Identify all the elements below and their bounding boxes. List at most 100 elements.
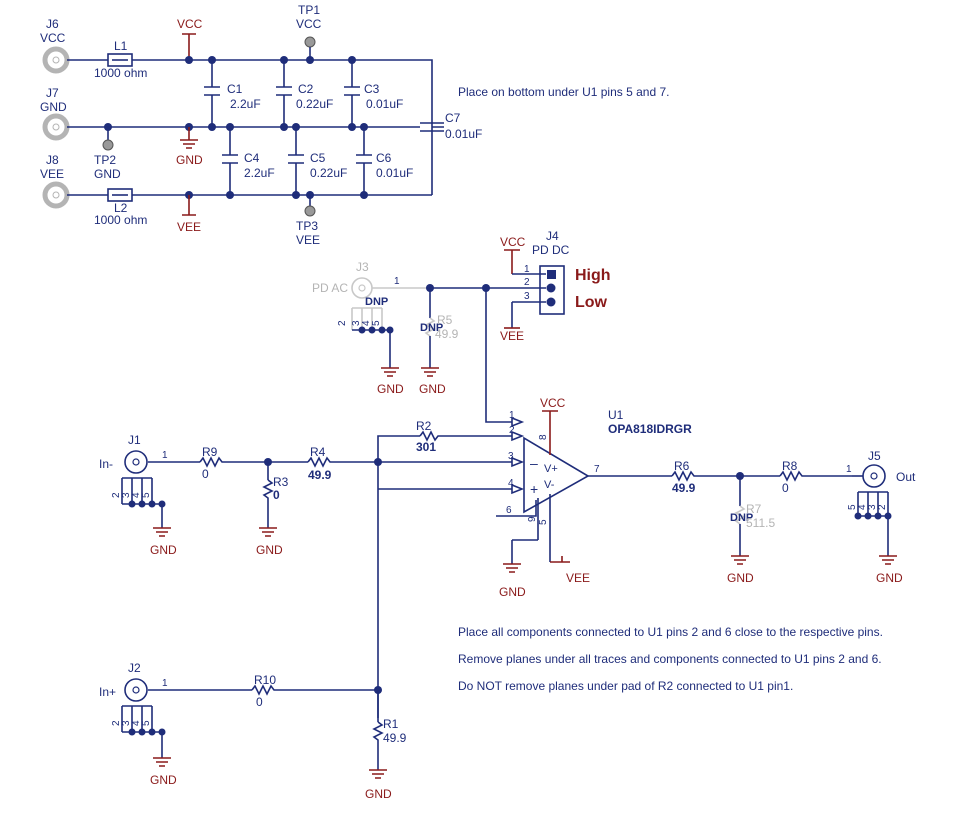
u1-ref: U1	[608, 408, 624, 422]
j1-pin1: 1	[162, 450, 168, 461]
r7-value: 511.5	[746, 516, 775, 530]
j2-label: In+	[99, 685, 116, 699]
j4-vee: VEE	[500, 329, 524, 343]
c1-value: 2.2uF	[230, 97, 261, 111]
c4-ref: C4	[244, 151, 260, 165]
gnd-symbol	[180, 127, 198, 149]
tp1-net: VCC	[296, 17, 322, 31]
r1-ref: R1	[383, 717, 399, 731]
r5-dnp: DNP	[420, 322, 443, 334]
r8-ref: R8	[782, 459, 798, 473]
amp-gnd-r1: GND	[365, 787, 392, 801]
j3-ref: J3	[356, 260, 369, 274]
r7-ref: R7	[746, 502, 762, 516]
j4-pin-1: 1	[524, 264, 530, 275]
amp-gnd-j1: GND	[150, 543, 177, 557]
note-1: Place all components connected to U1 pin…	[458, 625, 883, 639]
c6-ref: C6	[376, 151, 392, 165]
u1-minus: –	[530, 455, 538, 471]
pd-gnd1: GND	[377, 382, 404, 396]
r10-resistor	[251, 684, 276, 696]
tp2-testpoint	[102, 139, 114, 151]
gnd-symbol	[421, 367, 439, 377]
l2-inductor	[107, 188, 133, 202]
j5-pin-4: 4	[857, 504, 868, 510]
j8-connector	[42, 181, 70, 209]
j1-pin-2: 2	[111, 492, 122, 498]
u1-pin-6: 6	[506, 505, 512, 516]
l2-ref: L2	[114, 201, 128, 215]
l1-value: 1000 ohm	[94, 66, 147, 80]
tp1-testpoint	[304, 36, 316, 48]
c2-capacitor	[276, 60, 292, 127]
j3-connector	[351, 277, 373, 299]
gnd-symbol	[369, 769, 387, 779]
c4-value: 2.2uF	[244, 166, 275, 180]
vcc-label: VCC	[177, 17, 203, 31]
c6-capacitor	[356, 127, 372, 195]
j5-pin-2: 2	[877, 504, 888, 510]
j3-pin-2: 2	[337, 320, 348, 326]
amp-vee: VEE	[566, 571, 590, 585]
u1-pin-8: 8	[538, 434, 549, 440]
c2-ref: C2	[298, 82, 314, 96]
j5-connector	[862, 464, 886, 488]
j5-pin-3: 3	[867, 504, 878, 510]
j4-ref: J4	[546, 229, 559, 243]
gnd-symbol	[259, 527, 277, 537]
j8-net: VEE	[40, 167, 64, 181]
u1-pin-7: 7	[594, 464, 600, 475]
u1-pin-5: 5	[538, 519, 549, 525]
r6-resistor	[671, 470, 696, 482]
j6-ref: J6	[46, 17, 59, 31]
r3-ref: R3	[273, 475, 289, 489]
amp-vcc: VCC	[540, 396, 566, 410]
tp1-ref: TP1	[298, 3, 320, 17]
j6-connector	[42, 46, 70, 74]
j3-pin-3: 3	[351, 320, 362, 326]
r7-dnp: DNP	[730, 512, 753, 524]
note-3: Do NOT remove planes under pad of R2 con…	[458, 679, 793, 693]
c5-capacitor	[288, 127, 304, 195]
j4-low: Low	[575, 294, 608, 311]
j2-pin1: 1	[162, 678, 168, 689]
tp2-net: GND	[94, 167, 121, 181]
r10-value: 0	[256, 695, 263, 709]
j4-pin-2: 2	[524, 277, 530, 288]
r8-value: 0	[782, 481, 789, 495]
j2-pin-2: 2	[111, 720, 122, 726]
r3-resistor	[262, 479, 274, 500]
pd-gnd2: GND	[419, 382, 446, 396]
u1-vminus: V-	[544, 479, 555, 491]
vee-label: VEE	[177, 220, 201, 234]
r1-resistor	[372, 721, 384, 742]
u1-pin-4: 4	[508, 478, 514, 489]
amp-gnd-r7: GND	[727, 571, 754, 585]
j1-pin-5: 5	[141, 492, 152, 498]
amp-gnd-r3: GND	[256, 543, 283, 557]
j1-ref: J1	[128, 433, 141, 447]
tp3-net: VEE	[296, 233, 320, 247]
r10-ref: R10	[254, 673, 276, 687]
gnd-symbol	[153, 757, 171, 767]
amp-gnd-j5: GND	[876, 571, 903, 585]
r4-ref: R4	[310, 445, 326, 459]
r8-resistor	[779, 470, 804, 482]
r3-value: 0	[273, 488, 280, 502]
c3-capacitor	[344, 60, 360, 127]
j2-pin-4: 4	[131, 720, 142, 726]
j2-ref: J2	[128, 661, 141, 675]
j1-connector	[124, 450, 148, 474]
r6-value: 49.9	[672, 481, 696, 495]
j5-pin-5: 5	[847, 504, 858, 510]
layout-notes: Place all components connected to U1 pin…	[458, 625, 883, 693]
j4-header	[539, 265, 565, 315]
c5-ref: C5	[310, 151, 326, 165]
j7-connector	[42, 113, 70, 141]
c3-ref: C3	[364, 82, 380, 96]
u1-pin-1: 1	[509, 410, 515, 421]
j3-pin-4: 4	[361, 320, 372, 326]
j8-ref: J8	[46, 153, 59, 167]
amp-gnd-j2: GND	[150, 773, 177, 787]
l2-value: 1000 ohm	[94, 213, 147, 227]
